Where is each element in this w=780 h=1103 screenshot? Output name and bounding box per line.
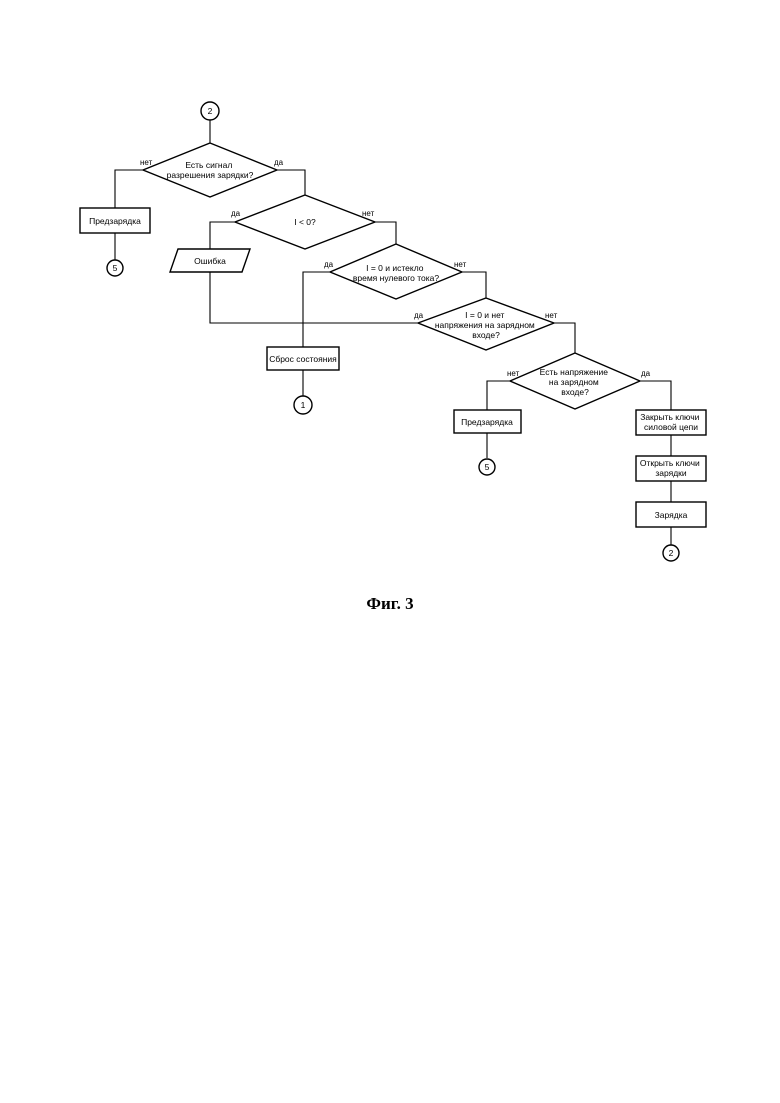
figure-caption: Фиг. 3	[0, 594, 780, 614]
connector-pre-left: 5	[107, 260, 123, 276]
decision-current-negative: I < 0?	[235, 195, 375, 249]
process-close-keys: Закрыть ключи силовой цепи	[636, 410, 706, 435]
connector-reset-label: 1	[301, 400, 306, 410]
connector-top-label: 2	[208, 106, 213, 116]
process-reset-state-text: Сброс состояния	[269, 354, 337, 364]
process-charging: Зарядка	[636, 502, 706, 527]
process-precharge-mid: Предзарядка	[454, 410, 521, 433]
connector-pre-left-label: 5	[113, 263, 118, 273]
label-d4-no: нет	[545, 311, 558, 320]
label-d5-no: нет	[507, 369, 520, 378]
process-precharge-mid-text: Предзарядка	[461, 417, 513, 427]
label-d5-yes: да	[641, 369, 651, 378]
process-precharge-left: Предзарядка	[80, 208, 150, 233]
process-open-keys: Открыть ключи зарядки	[636, 456, 706, 481]
label-d3-yes: да	[324, 260, 334, 269]
process-close-keys-text: Закрыть ключи силовой цепи	[640, 412, 702, 432]
label-d3-no: нет	[454, 260, 467, 269]
connector-reset: 1	[294, 396, 312, 414]
label-d4-yes: да	[414, 311, 424, 320]
label-d1-no: нет	[140, 158, 153, 167]
label-d2-no: нет	[362, 209, 375, 218]
decision-input-voltage: Есть напряжение на зарядном входе?	[510, 353, 640, 409]
label-d1-yes: да	[274, 158, 284, 167]
connector-pre-mid: 5	[479, 459, 495, 475]
process-charging-text: Зарядка	[655, 510, 688, 520]
connector-pre-mid-label: 5	[485, 462, 490, 472]
connector-end: 2	[663, 545, 679, 561]
decision-zero-current-timeout: I = 0 и истекло время нулевого тока?	[330, 244, 462, 299]
process-precharge-left-text: Предзарядка	[89, 216, 141, 226]
connector-top: 2	[201, 102, 219, 120]
label-d2-yes: да	[231, 209, 241, 218]
process-reset-state: Сброс состояния	[267, 347, 339, 370]
process-error: Ошибка	[170, 249, 250, 272]
decision-current-negative-text: I < 0?	[294, 217, 316, 227]
process-error-text: Ошибка	[194, 256, 226, 266]
connector-end-label: 2	[669, 548, 674, 558]
decision-zero-current-no-voltage: I = 0 и нет напряжения на зарядном входе…	[418, 298, 554, 350]
decision-charge-signal: Есть сигнал разрешения зарядки?	[143, 143, 277, 197]
